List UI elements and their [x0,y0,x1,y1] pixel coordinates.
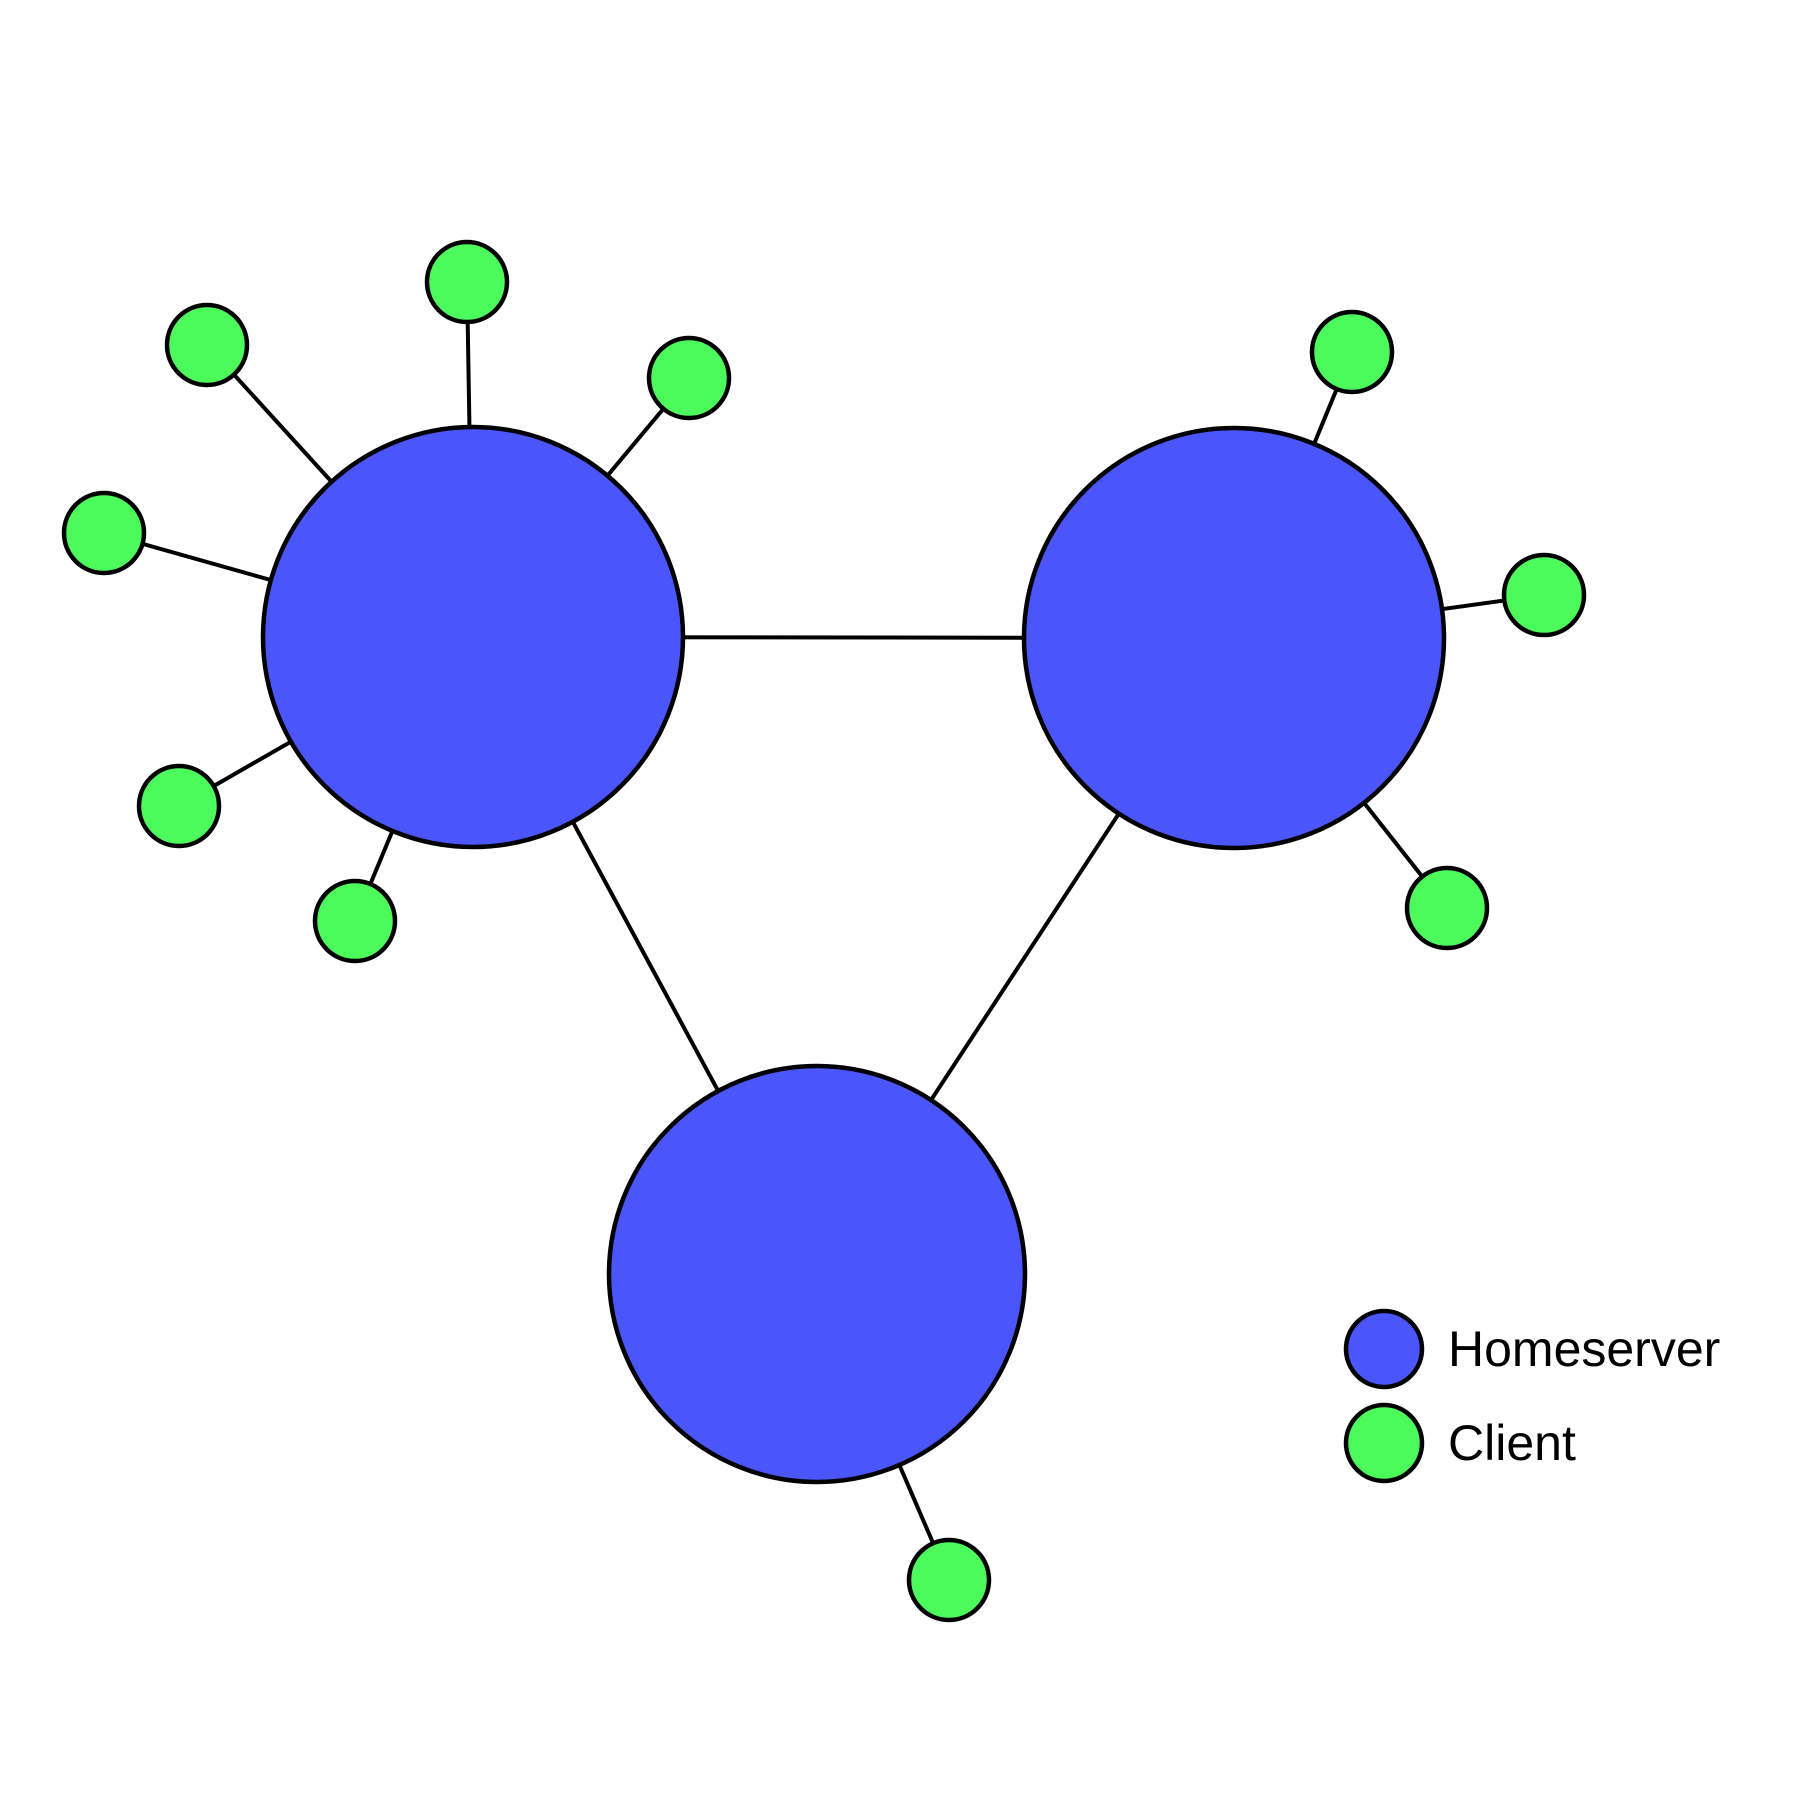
client-node-c6 [312,878,398,964]
client-node-c3 [646,335,732,421]
client-node-c1 [424,239,510,325]
client-node-c10 [906,1537,992,1623]
client-node-c5 [136,763,222,849]
homeserver-node-hs1 [260,424,686,850]
legend-label-homeserver: Homeserver [1448,1321,1720,1377]
client-node-c8 [1501,552,1587,638]
homeserver-node-hs2 [1021,425,1447,851]
legend-label-client: Client [1448,1415,1576,1471]
legend-swatch-client-icon [1343,1402,1425,1484]
legend-swatch-homeserver-icon [1343,1308,1425,1390]
client-node-c9 [1404,865,1490,951]
client-node-c2 [164,302,250,388]
homeserver-node-hs3 [606,1063,1028,1485]
client-node-c4 [61,490,147,576]
client-node-c7 [1309,309,1395,395]
